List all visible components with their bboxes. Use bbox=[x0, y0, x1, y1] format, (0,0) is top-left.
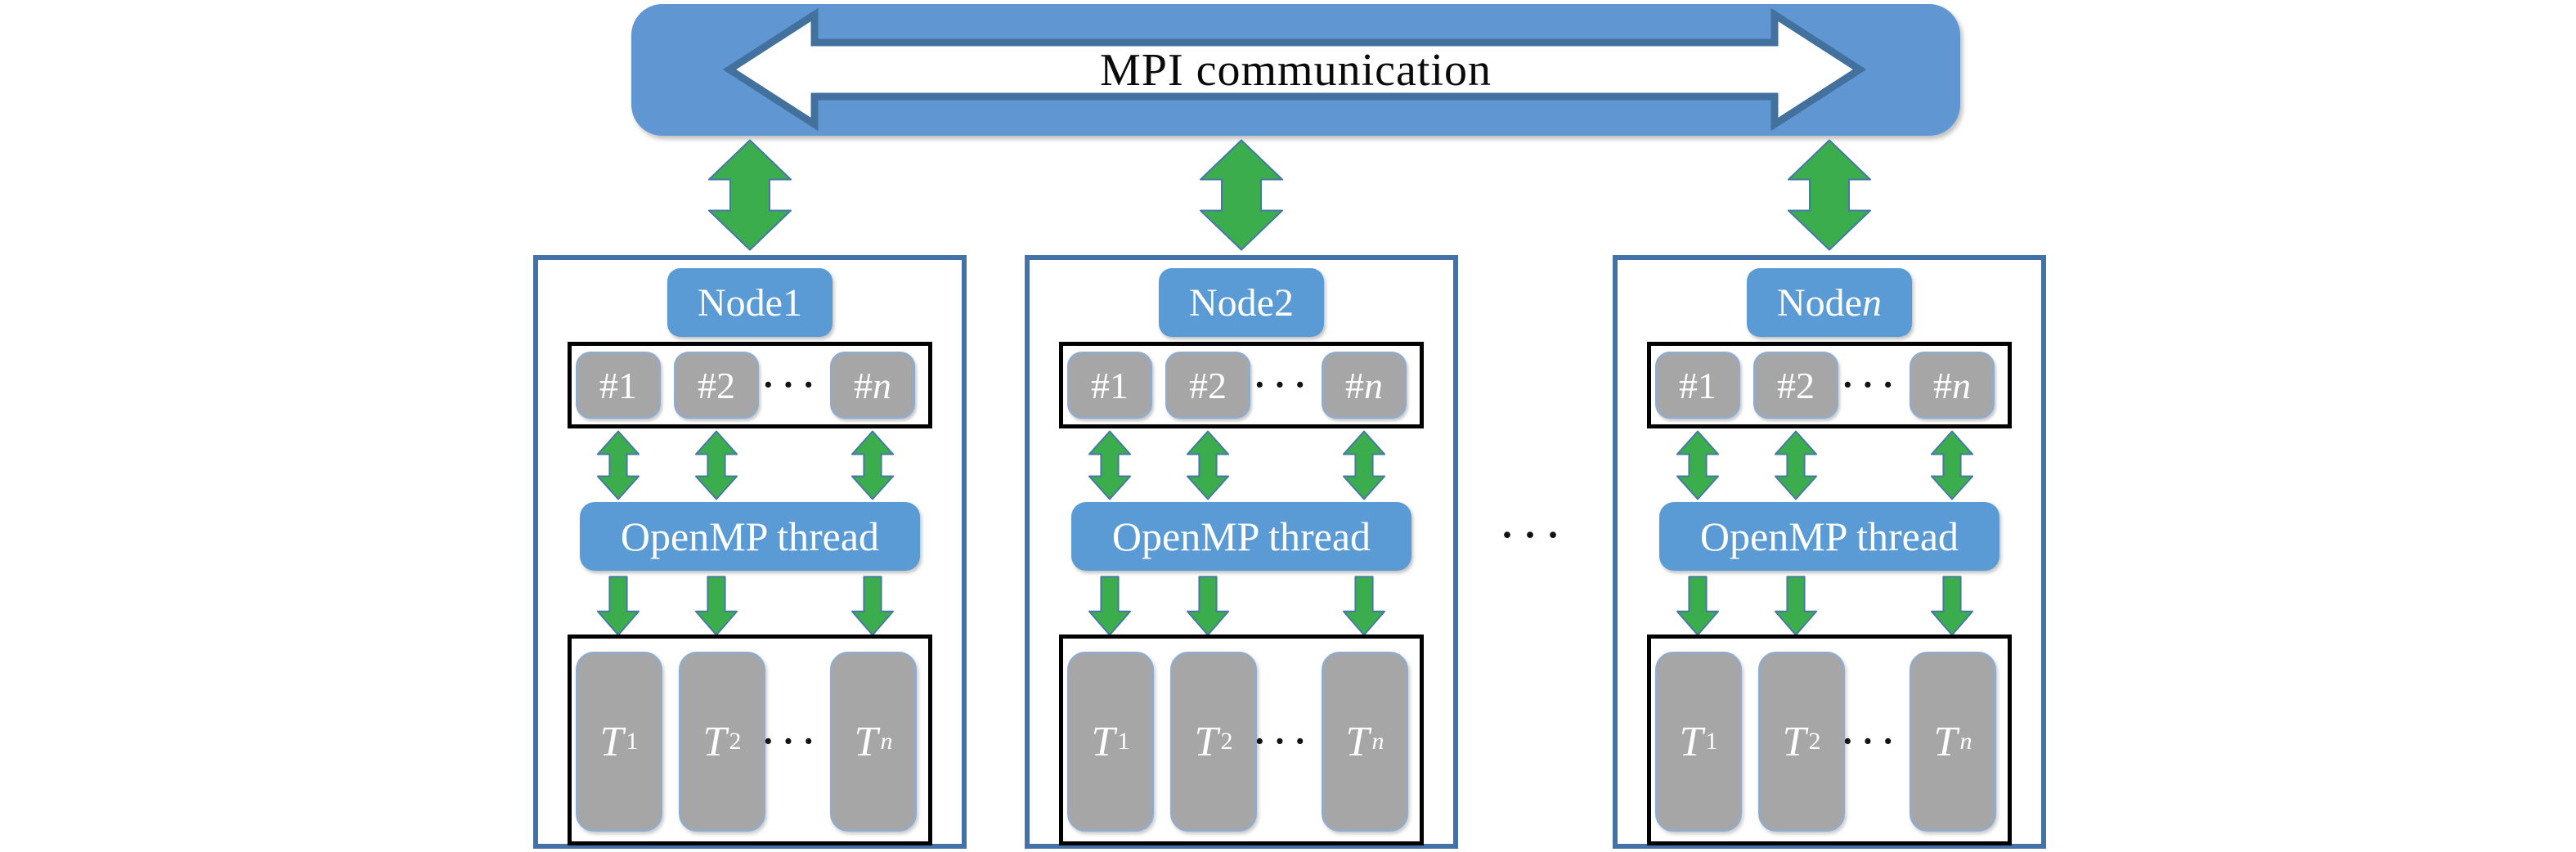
openmp-thread-bar: OpenMP thread bbox=[580, 502, 920, 571]
core-group-box: #1 #2 ··· #n bbox=[1059, 342, 1424, 428]
core-thread-double-arrow-icon bbox=[596, 430, 640, 500]
thread-task-down-arrow-icon bbox=[1088, 576, 1132, 636]
between-nodes-ellipsis: ··· bbox=[1500, 513, 1570, 557]
core-box: #2 bbox=[1753, 352, 1838, 419]
thread-task-down-arrow-icon bbox=[1930, 576, 1974, 636]
core-group-box: #1 #2 ··· #n bbox=[568, 342, 932, 428]
node-label-text: Node bbox=[698, 280, 783, 325]
cores-ellipsis: ··· bbox=[761, 365, 824, 405]
mpi-communication-bar: MPI communication bbox=[631, 4, 1960, 136]
node-label: Node 1 bbox=[667, 268, 832, 337]
thread-task-down-arrow-icon bbox=[850, 576, 895, 636]
node-label-text: Node bbox=[1189, 280, 1274, 325]
core-box: #n bbox=[1910, 352, 1995, 419]
tasks-ellipsis: ··· bbox=[1841, 721, 1903, 761]
horizontal-double-arrow-icon bbox=[723, 8, 1866, 131]
core-box: #1 bbox=[1655, 352, 1740, 419]
core-box: #1 bbox=[576, 352, 661, 419]
cores-ellipsis: ··· bbox=[1841, 365, 1903, 405]
node-label: Node n bbox=[1747, 268, 1912, 337]
node2-mpi-double-arrow-icon bbox=[1200, 139, 1283, 251]
mpi-communication-label: MPI communication bbox=[1100, 44, 1492, 96]
core-box: #2 bbox=[674, 352, 759, 419]
core-box: #1 bbox=[1067, 352, 1152, 419]
core-group-box: #1 #2 ··· #n bbox=[1647, 342, 2012, 428]
thread-task-down-arrow-icon bbox=[1676, 576, 1720, 636]
core-thread-double-arrow-icon bbox=[1774, 430, 1818, 500]
thread-task-down-arrow-icon bbox=[1774, 576, 1818, 636]
core-thread-double-arrow-icon bbox=[850, 430, 895, 500]
core-thread-double-arrow-icon bbox=[694, 430, 738, 500]
core-box: #2 bbox=[1165, 352, 1250, 419]
tasks-ellipsis: ··· bbox=[1253, 721, 1315, 761]
core-thread-double-arrow-icon bbox=[1930, 430, 1974, 500]
cores-ellipsis: ··· bbox=[1253, 365, 1315, 405]
node1-mpi-double-arrow-icon bbox=[708, 139, 792, 251]
core-box: #n bbox=[830, 352, 915, 419]
core-thread-double-arrow-icon bbox=[1088, 430, 1132, 500]
openmp-thread-bar: OpenMP thread bbox=[1071, 502, 1411, 571]
tasks-ellipsis: ··· bbox=[761, 721, 824, 761]
thread-task-down-arrow-icon bbox=[1186, 576, 1230, 636]
thread-task-down-arrow-icon bbox=[694, 576, 738, 636]
core-thread-double-arrow-icon bbox=[1186, 430, 1230, 500]
openmp-thread-bar: OpenMP thread bbox=[1659, 502, 1999, 571]
core-box: #n bbox=[1322, 352, 1407, 419]
noden-mpi-double-arrow-icon bbox=[1788, 139, 1871, 251]
thread-task-down-arrow-icon bbox=[1342, 576, 1386, 636]
node-label: Node 2 bbox=[1159, 268, 1324, 337]
core-thread-double-arrow-icon bbox=[1342, 430, 1386, 500]
thread-task-down-arrow-icon bbox=[596, 576, 640, 636]
node-label-text: Node bbox=[1777, 280, 1862, 325]
core-thread-double-arrow-icon bbox=[1676, 430, 1720, 500]
